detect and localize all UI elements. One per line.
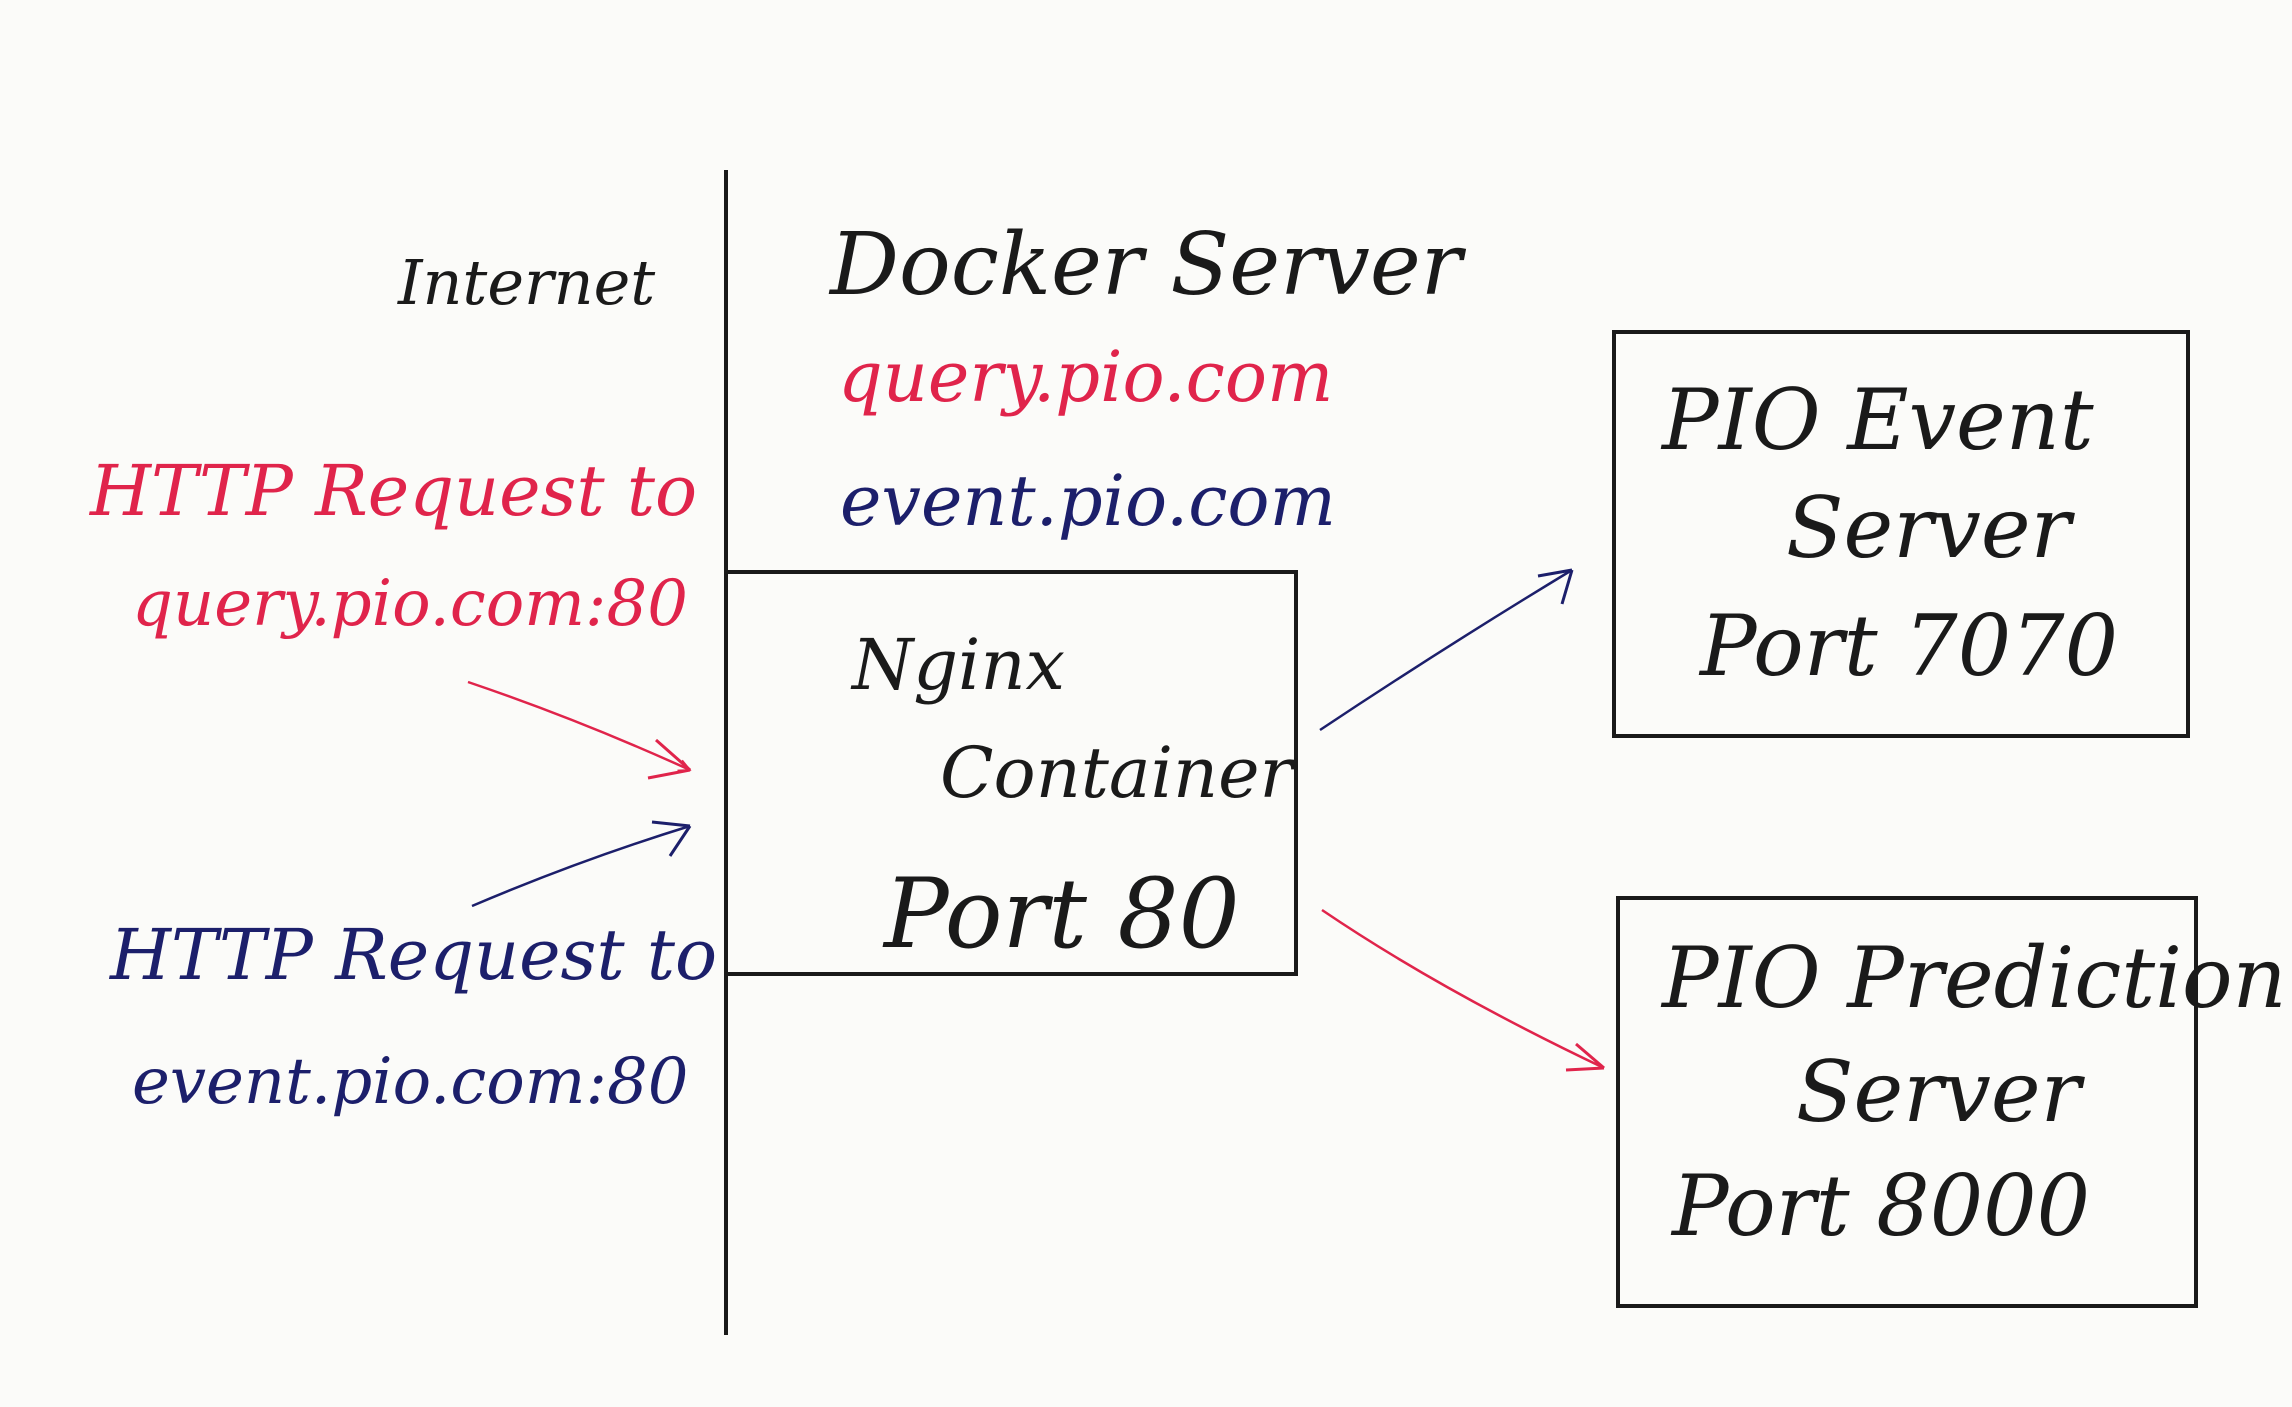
event-server-line1: PIO Event [1662,371,2094,469]
nginx-port-label: Port 80 [884,858,1240,970]
nginx-container-box [724,570,1298,976]
nginx-to-event-arrowhead [1537,568,1574,605]
event-request-line2: event.pio.com:80 [132,1045,689,1119]
event-request-arrowhead [651,820,692,857]
query-request-arrow [467,680,690,770]
event-server-box [1612,330,2190,738]
query-request-line2: query.pio.com:80 [132,567,688,641]
nginx-label: Nginx [852,624,1066,706]
event-server-line2: Server [1786,479,2071,577]
query-domain-label: query.pio.com [838,336,1334,418]
prediction-server-line1: PIO Prediction [1662,929,2287,1027]
internet-label: Internet [398,246,656,319]
nginx-to-prediction-arrowhead [1565,1042,1605,1072]
docker-server-title: Docker Server [830,215,1462,315]
query-request-line1: HTTP Request to [90,450,698,532]
prediction-server-box [1616,896,2198,1308]
container-label: Container [940,732,1294,814]
event-request-line1: HTTP Request to [110,914,718,996]
event-domain-label: event.pio.com [840,460,1336,542]
prediction-server-line2: Server [1796,1043,2081,1141]
query-request-arrowhead [647,738,691,780]
prediction-server-port: Port 8000 [1672,1157,2091,1255]
event-request-arrow [471,824,691,908]
nginx-to-event-arrow [1319,568,1573,732]
nginx-to-prediction-arrow [1321,908,1605,1070]
event-server-port: Port 7070 [1700,597,2119,695]
